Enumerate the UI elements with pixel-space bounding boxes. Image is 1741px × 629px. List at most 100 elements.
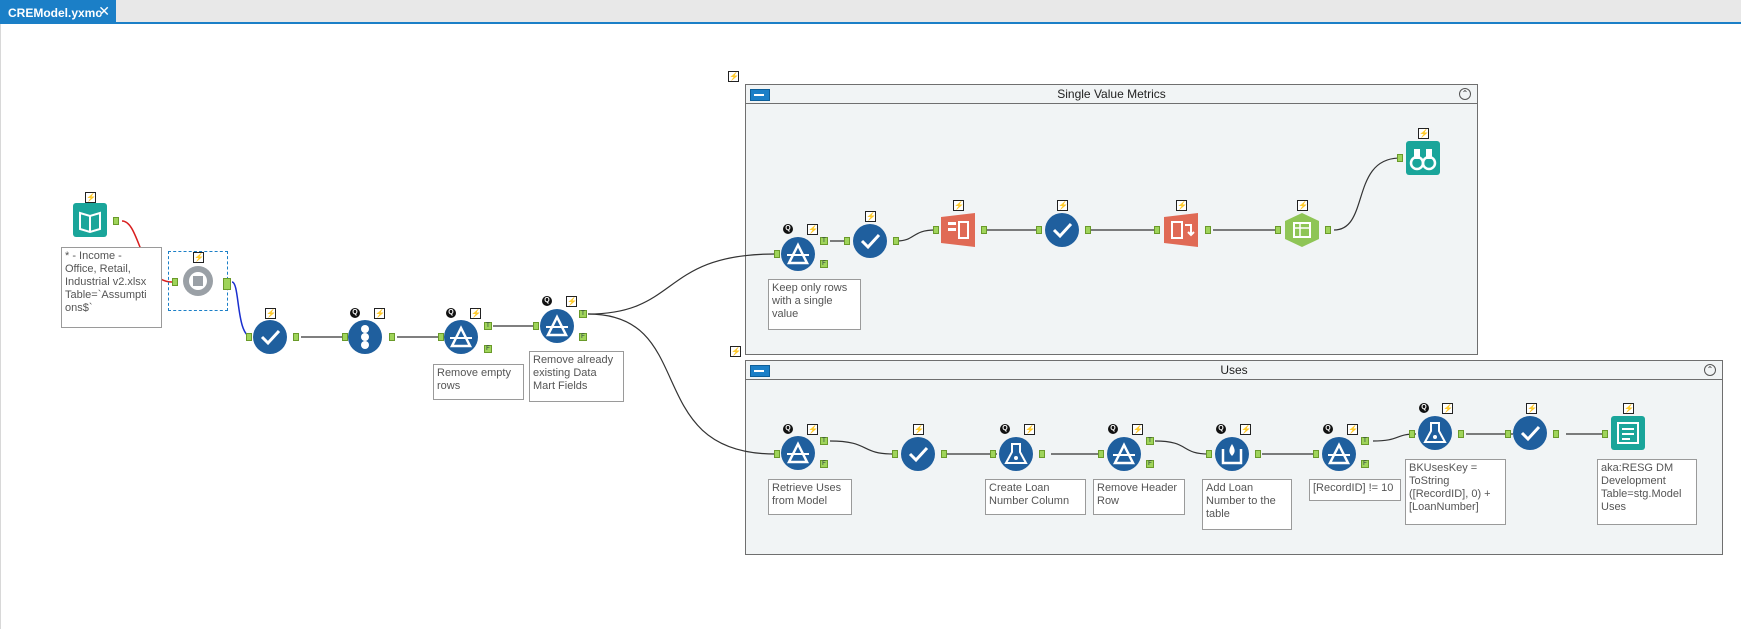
filter-tool[interactable]: [781, 237, 815, 271]
filter-tool[interactable]: [1107, 437, 1141, 471]
input-anchor[interactable]: [1602, 430, 1608, 438]
input-anchor[interactable]: [1098, 450, 1104, 458]
container-toggle-icon[interactable]: [750, 89, 770, 101]
formula-tool[interactable]: [1418, 416, 1452, 450]
container-bolt-icon: ⚡: [728, 71, 739, 82]
container-toggle-icon[interactable]: [750, 365, 770, 377]
record-id-tool[interactable]: [348, 320, 382, 354]
output-data-tool[interactable]: [1611, 416, 1645, 450]
output-anchor[interactable]: [1325, 226, 1331, 234]
summarize-tool[interactable]: [941, 213, 975, 247]
tool-annotation: Create Loan Number Column: [985, 479, 1086, 515]
false-anchor[interactable]: F: [579, 333, 587, 341]
container-title: Single Value Metrics: [1057, 87, 1166, 101]
tool-annotation: [RecordID] != 10: [1309, 479, 1401, 501]
input-anchor[interactable]: [1313, 450, 1319, 458]
browse-tool[interactable]: [1406, 141, 1440, 175]
bolt-icon: ⚡: [807, 424, 818, 435]
output-anchor[interactable]: [1458, 430, 1464, 438]
input-data-tool[interactable]: [73, 203, 107, 237]
input-anchor[interactable]: [438, 333, 444, 341]
multi-row-formula-tool[interactable]: [1215, 437, 1249, 471]
bolt-icon: ⚡: [1297, 200, 1308, 211]
input-anchor[interactable]: [533, 322, 539, 330]
false-anchor[interactable]: F: [1146, 460, 1154, 468]
output-anchor[interactable]: [293, 333, 299, 341]
input-anchor[interactable]: [246, 333, 252, 341]
canvas-border: [0, 24, 1, 629]
output-anchor[interactable]: [113, 217, 119, 225]
true-anchor[interactable]: T: [820, 237, 828, 245]
close-icon[interactable]: ✕: [98, 3, 110, 19]
input-anchor[interactable]: [1036, 226, 1042, 234]
transpose-tool[interactable]: [1164, 213, 1198, 247]
false-anchor[interactable]: F: [484, 345, 492, 353]
filter-tool[interactable]: [444, 320, 478, 354]
true-anchor[interactable]: T: [1146, 437, 1154, 445]
output-anchor[interactable]: [223, 278, 231, 290]
tool-annotation: Retrieve Uses from Model: [768, 479, 852, 515]
input-anchor[interactable]: [342, 333, 348, 341]
false-anchor[interactable]: F: [1361, 460, 1369, 468]
select-tool[interactable]: [1513, 416, 1547, 450]
q-badge: Q: [1419, 403, 1429, 413]
output-anchor[interactable]: [1255, 450, 1261, 458]
container-bolt-icon: ⚡: [730, 346, 741, 357]
input-anchor[interactable]: [774, 250, 780, 258]
cross-tab-tool[interactable]: [1285, 213, 1319, 247]
filter-tool[interactable]: [540, 309, 574, 343]
select-tool[interactable]: [901, 437, 935, 471]
input-anchor[interactable]: [990, 450, 996, 458]
input-anchor[interactable]: [774, 450, 780, 458]
output-anchor[interactable]: [893, 237, 899, 245]
true-anchor[interactable]: T: [579, 310, 587, 318]
output-anchor[interactable]: [389, 333, 395, 341]
tool-annotation: Remove already existing Data Mart Fields: [529, 351, 624, 402]
select-tool[interactable]: [253, 320, 287, 354]
true-anchor[interactable]: T: [484, 322, 492, 330]
select-tool[interactable]: [853, 224, 887, 258]
input-anchor[interactable]: [844, 237, 850, 245]
input-anchor[interactable]: [1397, 154, 1403, 162]
output-anchor[interactable]: [1205, 226, 1211, 234]
q-badge: Q: [542, 296, 552, 306]
bolt-icon: ⚡: [1347, 424, 1358, 435]
collapse-icon[interactable]: ⌃: [1459, 88, 1471, 100]
tab-cremodel[interactable]: CREModel.yxmc ✕: [0, 0, 116, 24]
filter-tool[interactable]: [1322, 437, 1356, 471]
q-badge: Q: [1323, 424, 1333, 434]
output-anchor[interactable]: [1085, 226, 1091, 234]
output-anchor[interactable]: [1039, 450, 1045, 458]
input-anchor[interactable]: [1154, 226, 1160, 234]
bolt-icon: ⚡: [807, 224, 818, 235]
output-anchor[interactable]: [1553, 430, 1559, 438]
input-anchor[interactable]: [172, 278, 178, 286]
bolt-icon: ⚡: [913, 424, 924, 435]
macro-tool[interactable]: [181, 264, 215, 298]
q-badge: Q: [446, 308, 456, 318]
input-anchor[interactable]: [933, 226, 939, 234]
output-anchor[interactable]: [981, 226, 987, 234]
select-tool[interactable]: [1045, 213, 1079, 247]
true-anchor[interactable]: T: [1361, 437, 1369, 445]
collapse-icon[interactable]: ⌃: [1704, 364, 1716, 376]
true-anchor[interactable]: T: [820, 437, 828, 445]
input-anchor[interactable]: [1505, 430, 1511, 438]
input-anchor[interactable]: [1275, 226, 1281, 234]
tool-annotation: Remove empty rows: [433, 364, 524, 400]
formula-tool[interactable]: [999, 437, 1033, 471]
tool-annotation: * - Income - Office, Retail, Industrial …: [61, 247, 162, 328]
document-tab-bar: CREModel.yxmc ✕: [0, 0, 1741, 24]
bolt-icon: ⚡: [1176, 200, 1187, 211]
bolt-icon: ⚡: [1418, 128, 1429, 139]
bolt-icon: ⚡: [1057, 200, 1068, 211]
input-anchor[interactable]: [1409, 430, 1415, 438]
input-anchor[interactable]: [1206, 450, 1212, 458]
false-anchor[interactable]: F: [820, 460, 828, 468]
bolt-icon: ⚡: [374, 308, 385, 319]
false-anchor[interactable]: F: [820, 260, 828, 268]
input-anchor[interactable]: [892, 450, 898, 458]
output-anchor[interactable]: [941, 450, 947, 458]
q-badge: Q: [783, 424, 793, 434]
filter-tool[interactable]: [781, 436, 815, 470]
